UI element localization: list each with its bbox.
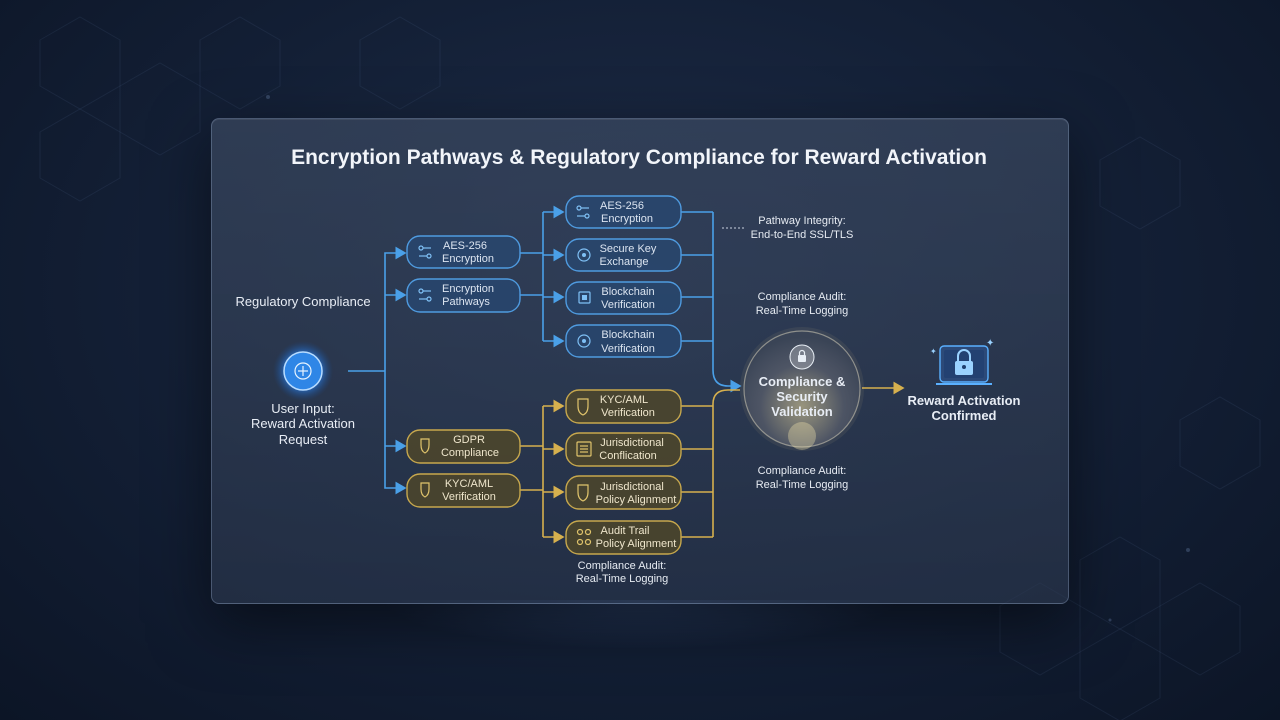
node-line1: GDPR [453, 434, 485, 446]
pathway-integrity-line1: Pathway Integrity: [758, 215, 845, 227]
network-icon [576, 528, 592, 546]
audit-top-line2: Real-Time Logging [756, 305, 849, 317]
shield-icon [577, 398, 589, 416]
output-line2: Confirmed [932, 408, 997, 423]
key-icon [418, 245, 432, 259]
audit-bottom-line1: Compliance Audit: [578, 560, 667, 572]
node-line1: Secure Key [600, 243, 657, 255]
jurisdictional-policy-alignment-node[interactable]: Jurisdictional Policy Alignment [565, 475, 682, 510]
gdpr-node[interactable]: GDPR Compliance [406, 429, 521, 464]
merge-connectors [681, 211, 905, 538]
audit-bottom-line2: Real-Time Logging [576, 573, 669, 585]
node-line2: Verification [442, 491, 496, 503]
node-line2: Verification [601, 343, 655, 355]
encryption-node[interactable]: AES-256 Encryption [406, 235, 521, 269]
shield-icon [420, 482, 430, 498]
output-lock-icon: ✦ ✦ [930, 338, 994, 385]
validation-node [740, 327, 864, 451]
audit-mid-line1: Compliance Audit: [758, 465, 847, 477]
jurisdictional-conflication-node[interactable]: Jurisdictional Conflication [565, 432, 682, 467]
blockchain-verification-node-2[interactable]: Blockchain Verification [565, 324, 682, 358]
node-line2: Encryption [601, 213, 653, 225]
validation-line3: Validation [771, 404, 832, 419]
node-line2: Pathways [442, 296, 490, 308]
diagram-title: Encryption Pathways & Regulatory Complia… [291, 146, 987, 169]
svg-text:✦: ✦ [986, 338, 994, 349]
node-line1: AES-256 [443, 240, 487, 252]
gear-icon [577, 334, 591, 348]
audit-trail-node[interactable]: Audit Trail Policy Alignment [565, 520, 682, 555]
encryption-pathways-node[interactable]: Encryption Pathways [406, 278, 521, 313]
shield-icon [420, 438, 430, 454]
node-line2: Encryption [442, 253, 494, 265]
gold-branch-connectors [520, 399, 565, 544]
node-line1: Encryption [442, 283, 494, 295]
panel-reflection [380, 600, 900, 650]
input-line3: Request [279, 432, 328, 447]
node-line1: KYC/AML [445, 478, 493, 490]
input-line1: User Input: [271, 401, 335, 416]
secure-key-exchange-node[interactable]: Secure Key Exchange [565, 238, 682, 272]
node-line2: Policy Alignment [596, 494, 677, 506]
node-line1: Audit Trail [601, 525, 650, 537]
aes-encryption-node[interactable]: AES-256 Encryption [565, 195, 682, 229]
kyc-aml-verification-node[interactable]: KYC/AML Verification [565, 389, 682, 424]
node-line2: Policy Alignment [596, 538, 677, 550]
node-line1: AES-256 [600, 200, 644, 212]
node-line2: Compliance [441, 447, 499, 459]
node-line2: Conflication [599, 450, 656, 462]
blockchain-verification-node[interactable]: Blockchain Verification [565, 281, 682, 315]
node-line1: Jurisdictional [600, 481, 664, 493]
regulatory-compliance-label: Regulatory Compliance [235, 294, 370, 309]
input-connectors [348, 246, 407, 495]
blue-branch-connectors [520, 205, 565, 348]
chain-icon [578, 291, 591, 304]
node-line1: Blockchain [601, 329, 654, 341]
node-line2: Verification [601, 299, 655, 311]
filter-icon [576, 441, 592, 457]
node-line2: Exchange [600, 256, 649, 268]
output-line1: Reward Activation [908, 393, 1021, 408]
regulatory-compliance-text: Regulatory Compliance [235, 294, 370, 309]
audit-top-line1: Compliance Audit: [758, 291, 847, 303]
node-line1: KYC/AML [600, 394, 648, 406]
kyc-aml-node[interactable]: KYC/AML Verification [406, 473, 521, 508]
node-line1: Jurisdictional [600, 437, 664, 449]
gear-icon [577, 248, 591, 262]
svg-text:✦: ✦ [930, 347, 937, 356]
pathway-integrity-line2: End-to-End SSL/TLS [751, 229, 854, 241]
plus-icon [294, 362, 312, 380]
input-line2: Reward Activation [251, 416, 355, 431]
key-icon [418, 288, 432, 302]
input-node [273, 341, 333, 401]
shield-icon [577, 484, 589, 502]
validation-line2: Security [776, 389, 828, 404]
node-line1: Blockchain [601, 286, 654, 298]
lock-icon [789, 344, 815, 370]
validation-line1: Compliance & [759, 374, 846, 389]
node-line2: Verification [601, 407, 655, 419]
audit-mid-line2: Real-Time Logging [756, 479, 849, 491]
key-icon [576, 205, 590, 219]
